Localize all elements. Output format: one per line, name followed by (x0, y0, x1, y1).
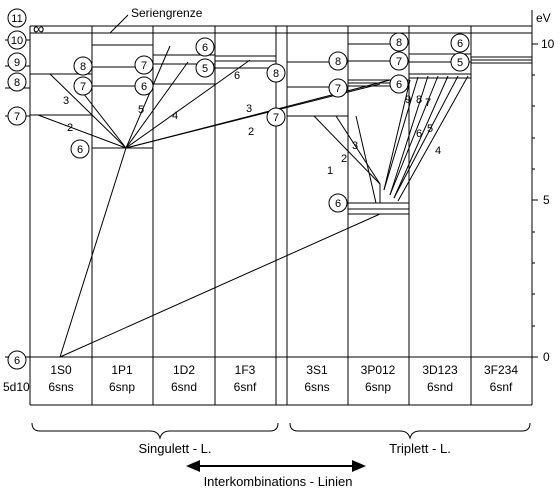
t-t-6: 6 (416, 128, 422, 140)
col-config-1f3: 6snf (234, 380, 257, 394)
transition-numbers-triplet: 1 2 3 9 8 7 6 5 4 (327, 94, 441, 177)
level-8-3s: 8 (273, 68, 279, 80)
t-s-2b: 2 (248, 126, 254, 138)
col-config-3s1: 6sns (304, 380, 329, 394)
col-config-1s0: 6sns (48, 380, 73, 394)
level-6-1d-low: 6 (141, 81, 147, 93)
level-6-3p: 6 (335, 198, 341, 210)
t-t-8: 8 (416, 94, 422, 106)
level-6-3f: 6 (457, 38, 463, 50)
frame (5, 10, 538, 406)
principal-11: 11 (11, 13, 22, 25)
level-8-1p: 8 (80, 61, 86, 73)
level-6-1d: 6 (202, 42, 208, 54)
unit-label: eV (536, 11, 551, 25)
col-term-3s1: 3S1 (306, 363, 328, 377)
col-term-1f3: 1F3 (235, 363, 256, 377)
col-term-3f234: 3F234 (484, 363, 518, 377)
t-s-2: 2 (67, 122, 73, 134)
level-7-1d: 7 (141, 60, 147, 72)
ground-config: 5d10 (3, 380, 30, 394)
circled-levels: 8 7 6 5 6 7 8 8 7 6 7 6 5 6 6 7 8 (70, 32, 470, 213)
level-5-1d: 5 (202, 63, 208, 75)
intercombination-label: Interkombinations - Linien (204, 474, 353, 489)
col-config-3p012: 6snp (365, 380, 391, 394)
infinity-symbol: ∞ (33, 21, 44, 38)
level-7-3p: 7 (335, 83, 341, 95)
t-s-4: 4 (172, 110, 178, 122)
transition-lines (37, 45, 469, 358)
level-8-3d: 8 (396, 37, 402, 49)
principal-9: 9 (14, 57, 20, 69)
t-s-3: 3 (63, 95, 69, 107)
singlet-group-label: Singulett - L. (139, 441, 212, 456)
t-t-7: 7 (425, 97, 431, 109)
level-6-1p: 6 (77, 144, 83, 156)
column-headers: 1S0 6sns 1P1 6snp 1D2 6snd 1F3 6snf 3S1 … (3, 363, 518, 394)
group-braces (31, 422, 531, 440)
principal-6: 6 (14, 355, 20, 367)
series-limit (30, 14, 532, 34)
level-8-3p: 8 (335, 56, 341, 68)
col-term-3d123: 3D123 (422, 363, 458, 377)
level-6-3d: 6 (396, 79, 402, 91)
t-t-4: 4 (435, 145, 441, 157)
col-term-1s0: 1S0 (50, 363, 72, 377)
t-s-6: 6 (234, 70, 240, 82)
t-s-3b: 3 (246, 103, 252, 115)
series-limit-label: Seriengrenze (131, 6, 203, 20)
ev-tick-5: 5 (543, 193, 550, 207)
level-5-3f: 5 (457, 57, 463, 69)
transition-numbers-singlet: 3 2 5 4 6 3 2 (63, 70, 254, 138)
col-config-3f234: 6snf (490, 380, 513, 394)
level-7-3d: 7 (396, 56, 402, 68)
level-7-1p: 7 (80, 81, 86, 93)
principal-8: 8 (14, 77, 20, 89)
level-7-3s: 7 (273, 112, 279, 124)
col-config-1d2: 6snd (171, 380, 197, 394)
principal-7: 7 (14, 111, 20, 123)
ev-tick-10: 10 (541, 37, 555, 51)
t-t-1: 1 (327, 165, 333, 177)
t-t-9: 9 (405, 94, 411, 106)
col-term-3p012: 3P012 (361, 363, 396, 377)
principal-10: 10 (11, 35, 23, 47)
col-config-1p1: 6snp (109, 380, 135, 394)
triplet-group-label: Triplett - L. (389, 441, 451, 456)
ev-tick-0: 0 (543, 350, 550, 364)
col-config-3d123: 6snd (427, 380, 453, 394)
double-arrow (186, 460, 366, 472)
t-t-5: 5 (427, 123, 433, 135)
t-s-5: 5 (138, 104, 144, 116)
t-t-3: 3 (352, 140, 358, 152)
col-term-1d2: 1D2 (173, 363, 195, 377)
col-term-1p1: 1P1 (111, 363, 133, 377)
principal-numbers: 11 10 9 8 7 6 (7, 8, 27, 370)
t-t-2: 2 (341, 153, 347, 165)
